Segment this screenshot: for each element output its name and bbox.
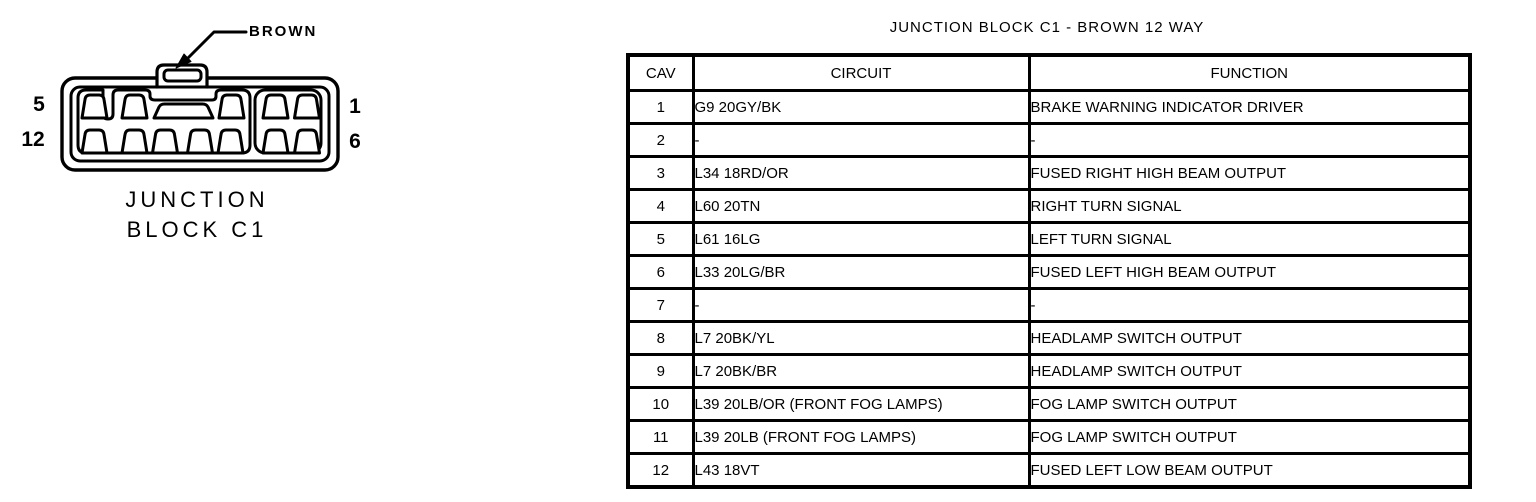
table-row: 2 - - bbox=[626, 122, 1472, 158]
header-row: CAV CIRCUIT FUNCTION bbox=[626, 53, 1472, 92]
cell-cav: 5 bbox=[626, 221, 695, 257]
caption-line-1: JUNCTION bbox=[125, 187, 269, 212]
pin-label-bottom-right: 6 bbox=[349, 130, 361, 153]
cell-circuit: L60 20TN bbox=[691, 188, 1031, 224]
table-row: 4 L60 20TN RIGHT TURN SIGNAL bbox=[626, 188, 1472, 224]
cell-cav: 10 bbox=[626, 386, 695, 422]
cell-circuit: L43 18VT bbox=[691, 452, 1031, 489]
cell-circuit: - bbox=[691, 287, 1031, 323]
cell-cav: 11 bbox=[626, 419, 695, 455]
cell-cav: 12 bbox=[626, 452, 695, 489]
table-row: 1 G9 20GY/BK BRAKE WARNING INDICATOR DRI… bbox=[626, 89, 1472, 125]
cell-function: BRAKE WARNING INDICATOR DRIVER bbox=[1027, 89, 1472, 125]
connector-caption: JUNCTION BLOCK C1 bbox=[56, 185, 338, 245]
cell-function: HEADLAMP SWITCH OUTPUT bbox=[1027, 320, 1472, 356]
pin-label-bottom-left: 12 bbox=[21, 128, 45, 151]
table-row: 9 L7 20BK/BR HEADLAMP SWITCH OUTPUT bbox=[626, 353, 1472, 389]
cell-circuit: L33 20LG/BR bbox=[691, 254, 1031, 290]
cell-circuit: L39 20LB/OR (FRONT FOG LAMPS) bbox=[691, 386, 1031, 422]
cell-cav: 8 bbox=[626, 320, 695, 356]
cell-circuit: L7 20BK/BR bbox=[691, 353, 1031, 389]
table-row: 8 L7 20BK/YL HEADLAMP SWITCH OUTPUT bbox=[626, 320, 1472, 356]
cell-cav: 4 bbox=[626, 188, 695, 224]
cell-cav: 9 bbox=[626, 353, 695, 389]
cell-cav: 2 bbox=[626, 122, 695, 158]
connector-diagram: BROWN 5 12 1 6 JUNCTION BLOCK C1 bbox=[0, 0, 420, 270]
table-row: 10 L39 20LB/OR (FRONT FOG LAMPS) FOG LAM… bbox=[626, 386, 1472, 422]
brown-arrow bbox=[175, 30, 248, 69]
cell-cav: 6 bbox=[626, 254, 695, 290]
table-title: JUNCTION BLOCK C1 - BROWN 12 WAY bbox=[889, 19, 1205, 36]
cell-function: LEFT TURN SIGNAL bbox=[1027, 221, 1472, 257]
cell-circuit: G9 20GY/BK bbox=[691, 89, 1031, 125]
cell-function: - bbox=[1027, 287, 1472, 323]
table-row: 7 - - bbox=[626, 287, 1472, 323]
cell-circuit: L7 20BK/YL bbox=[691, 320, 1031, 356]
table-row: 3 L34 18RD/OR FUSED RIGHT HIGH BEAM OUTP… bbox=[626, 155, 1472, 191]
cell-cav: 3 bbox=[626, 155, 695, 191]
pin-label-top-right: 1 bbox=[349, 95, 361, 118]
column-header-circuit: CIRCUIT bbox=[691, 53, 1031, 92]
cell-function: FOG LAMP SWITCH OUTPUT bbox=[1027, 419, 1472, 455]
cell-circuit: L39 20LB (FRONT FOG LAMPS) bbox=[691, 419, 1031, 455]
cell-function: FUSED LEFT HIGH BEAM OUTPUT bbox=[1027, 254, 1472, 290]
caption-line-2: BLOCK C1 bbox=[126, 217, 268, 242]
table-row: 5 L61 16LG LEFT TURN SIGNAL bbox=[626, 221, 1472, 257]
column-header-function: FUNCTION bbox=[1027, 53, 1472, 92]
cell-circuit: - bbox=[691, 122, 1031, 158]
cell-circuit: L34 18RD/OR bbox=[691, 155, 1031, 191]
cell-cav: 7 bbox=[626, 287, 695, 323]
pinout-section: JUNCTION BLOCK C1 - BROWN 12 WAY CAV CIR… bbox=[626, 19, 1472, 489]
cell-circuit: L61 16LG bbox=[691, 221, 1031, 257]
cell-function: FUSED LEFT LOW BEAM OUTPUT bbox=[1027, 452, 1472, 489]
connector-color-label: BROWN bbox=[249, 23, 318, 40]
cell-function: FUSED RIGHT HIGH BEAM OUTPUT bbox=[1027, 155, 1472, 191]
connector-art bbox=[60, 30, 340, 172]
cell-function: FOG LAMP SWITCH OUTPUT bbox=[1027, 386, 1472, 422]
table-row: 6 L33 20LG/BR FUSED LEFT HIGH BEAM OUTPU… bbox=[626, 254, 1472, 290]
cell-cav: 1 bbox=[626, 89, 695, 125]
pinout-table: CAV CIRCUIT FUNCTION 1 G9 20GY/BK BRAKE … bbox=[626, 53, 1472, 489]
pin-label-top-left: 5 bbox=[33, 93, 45, 116]
cell-function: - bbox=[1027, 122, 1472, 158]
cell-function: RIGHT TURN SIGNAL bbox=[1027, 188, 1472, 224]
cell-function: HEADLAMP SWITCH OUTPUT bbox=[1027, 353, 1472, 389]
column-header-cav: CAV bbox=[626, 53, 695, 92]
table-row: 11 L39 20LB (FRONT FOG LAMPS) FOG LAMP S… bbox=[626, 419, 1472, 455]
table-row: 12 L43 18VT FUSED LEFT LOW BEAM OUTPUT bbox=[626, 452, 1472, 489]
